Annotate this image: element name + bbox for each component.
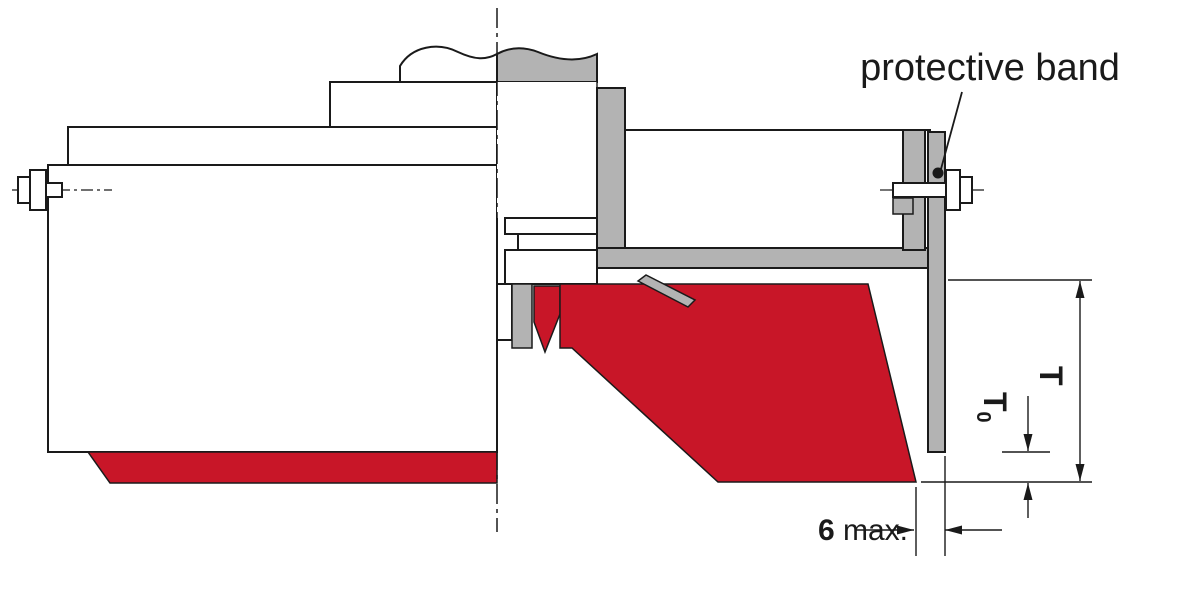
body-main-block: [47, 164, 498, 453]
right-bolt-nut: [959, 176, 973, 204]
cutting-knives: [86, 274, 917, 484]
dimension-t0: T0: [972, 392, 1050, 518]
knife-section-right: [559, 283, 917, 483]
spindle-shaft: [399, 45, 598, 218]
protective-band-strip: [927, 131, 946, 453]
left-bolt: [12, 169, 112, 211]
t-arrow-top: [1075, 281, 1085, 298]
right-bolt-shaft: [892, 182, 947, 198]
t0-arrow-up: [1023, 483, 1033, 500]
t0-arrow-down: [1023, 434, 1033, 451]
knife-section-left: [86, 451, 498, 484]
knife-tip-section: [533, 285, 561, 355]
protective-band-leader-line: [940, 91, 963, 170]
clamp-step-1: [504, 217, 598, 235]
dimension-6max: 6 max.: [818, 456, 1002, 556]
left-bolt-head: [29, 169, 47, 211]
chipbreaker-lip: [636, 274, 697, 308]
clamp-wedge-gray: [511, 283, 533, 349]
band-fixing-rivet: [932, 167, 944, 179]
knife-clamp-assembly: [496, 217, 598, 349]
six-max-label: 6 max.: [818, 514, 908, 547]
left-bolt-nut: [17, 176, 31, 204]
housing-bottom-plate: [596, 247, 929, 269]
shaft-right-half: [497, 82, 597, 218]
six-arrow-right: [897, 525, 914, 535]
six-arrow-left: [945, 525, 962, 535]
cutterhead-body: [47, 81, 498, 453]
t-label: T: [1033, 366, 1069, 386]
shaft-break-right: [496, 47, 598, 83]
right-housing: [596, 87, 946, 453]
hub-collar: [596, 87, 626, 269]
body-top-flange: [67, 126, 498, 166]
right-bolt: [880, 167, 988, 215]
t0-label: T0: [972, 392, 1013, 423]
clamp-block: [504, 249, 598, 285]
shaft-break-left: [399, 45, 498, 83]
left-bolt-shaft: [45, 182, 63, 198]
t-arrow-bottom: [1075, 464, 1085, 481]
housing-box: [624, 129, 931, 251]
dimension-t: T: [921, 279, 1092, 483]
callout-protective-band: protective band: [860, 47, 1120, 170]
clamp-step-2: [517, 233, 598, 251]
protective-band-label: protective band: [860, 47, 1120, 89]
right-bolt-head: [945, 169, 961, 211]
clamp-lip: [496, 283, 513, 341]
body-upper-step: [329, 81, 498, 128]
right-bolt-plate: [892, 197, 914, 215]
